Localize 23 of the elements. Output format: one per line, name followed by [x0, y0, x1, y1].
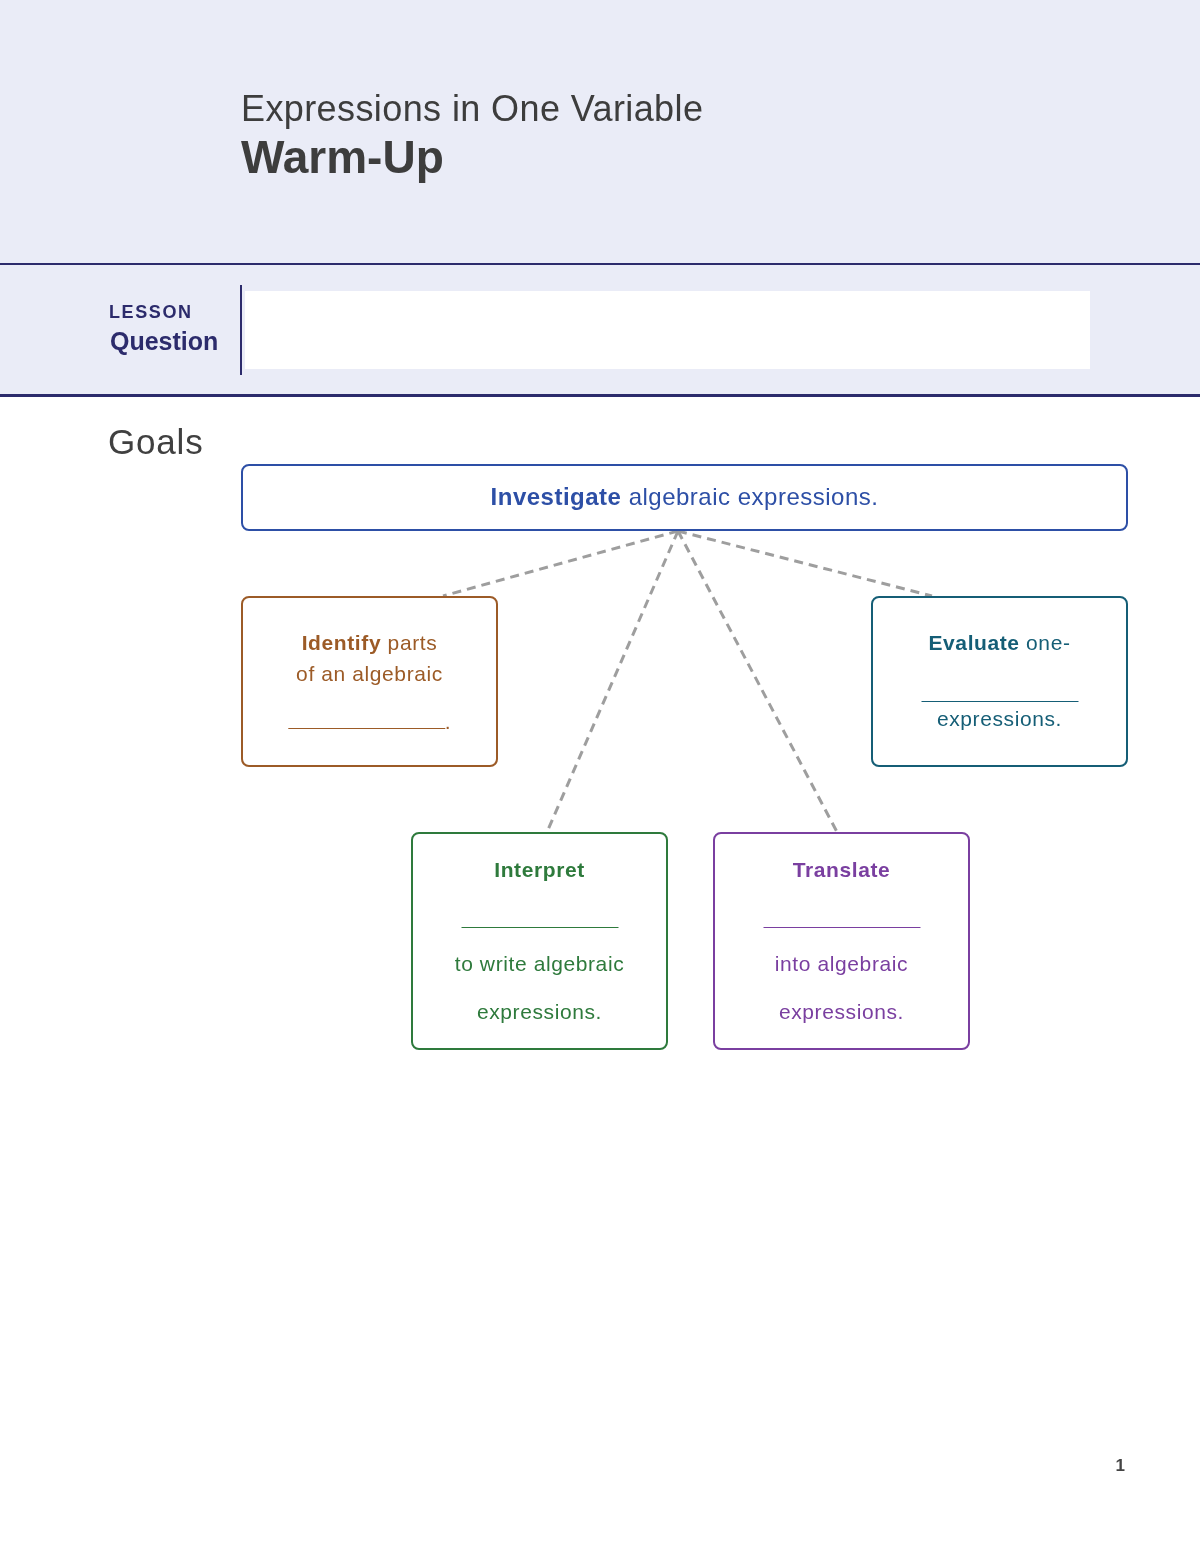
- goal-box: [241, 464, 1128, 531]
- goal-text: to write algebraic expressions.: [453, 951, 626, 1025]
- goal-box: [241, 596, 498, 767]
- section-heading: Goals: [108, 421, 204, 463]
- goal-box: [713, 832, 970, 1050]
- goal-box: [411, 832, 668, 1050]
- goal-text: Investigate algebraic expressions.: [490, 483, 879, 511]
- section-heading: Question: [110, 326, 219, 356]
- goal-heading: Translate: [792, 857, 891, 883]
- section-label: LESSON: [109, 302, 193, 324]
- connector-line: [442, 529, 679, 598]
- goal-box: [871, 596, 1128, 767]
- goal-text: Identify parts of an algebraic: [295, 630, 444, 687]
- connector-line: [677, 529, 933, 598]
- goal-text: Evaluate one-: [928, 630, 1071, 656]
- connector-line: [676, 530, 839, 833]
- goal-text: expressions.: [936, 706, 1063, 732]
- lesson-title: Expressions in One Variable: [241, 88, 704, 130]
- page-number: 1: [1115, 1456, 1125, 1477]
- page-title: Warm-Up: [241, 130, 444, 185]
- goal-heading: Interpret: [494, 857, 585, 883]
- goal-text: .: [444, 709, 452, 735]
- goal-text: into algebraic expressions.: [773, 951, 910, 1025]
